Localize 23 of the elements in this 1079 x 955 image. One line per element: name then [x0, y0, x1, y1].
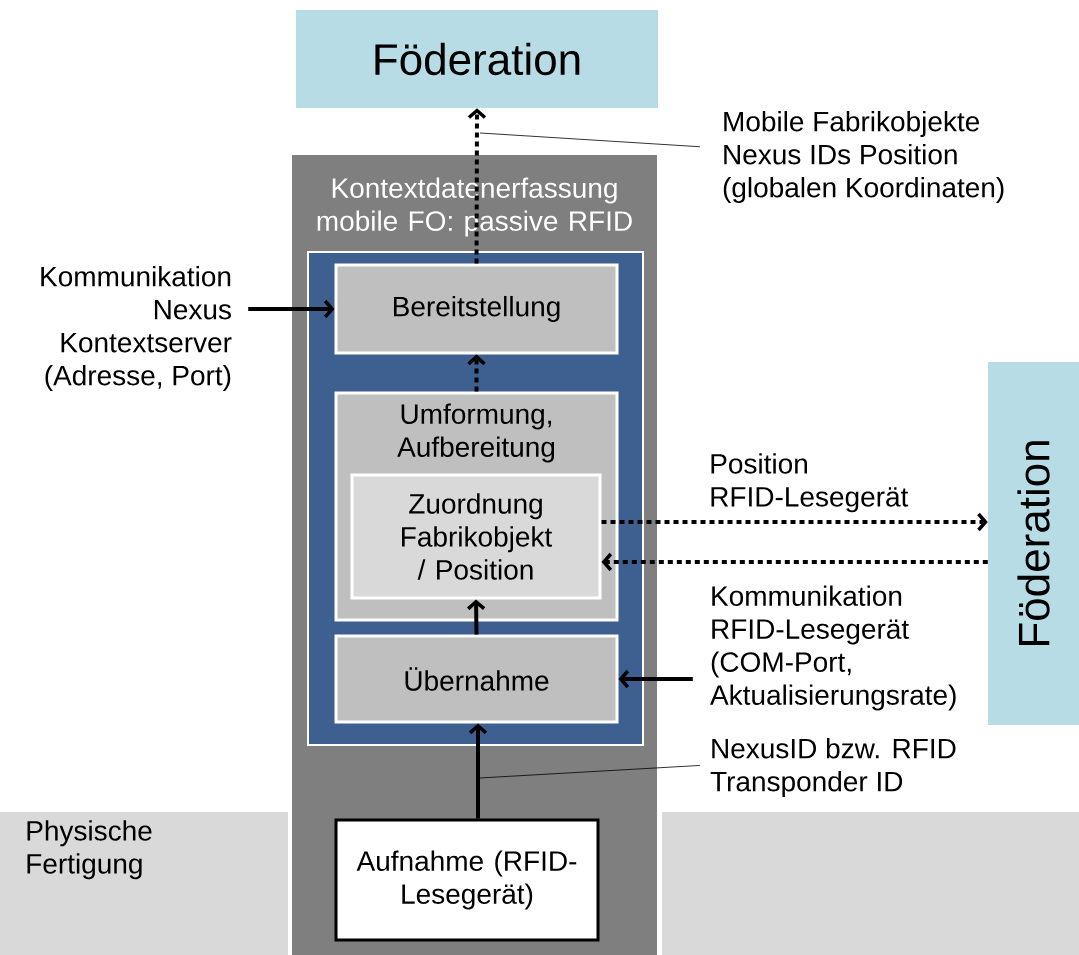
annotation-text: NexusID bzw. RFID Transponder ID [710, 737, 956, 798]
arrow [467, 354, 486, 392]
annotation-text: Kommunikation RFID-Lesegerät (COM-Port, Aktualisierungsrate) [710, 585, 956, 711]
arrow [468, 723, 488, 819]
annotation-text: Mobile Fabrikobjekte Nexus IDs Position (globalen Koordinaten) [723, 110, 1004, 204]
process-box: Aufnahme (RFID-Lesegerät) [334, 818, 600, 942]
edge-label: Position RFID-Lesegerät [708, 452, 921, 514]
process-box: Bereitstellung [334, 263, 619, 355]
federation-box: Föderation [988, 362, 1079, 725]
arrow [601, 512, 988, 532]
leader-line [479, 132, 701, 148]
federation-box: Föderation [296, 10, 658, 108]
arrow [466, 599, 486, 635]
layer-band: Physische Fertigung [0, 812, 288, 955]
arrow [601, 552, 988, 572]
arrow [248, 299, 335, 319]
leader-line [479, 765, 701, 779]
arrow [467, 108, 487, 264]
arrow [618, 669, 693, 689]
process-box: Übernahme [334, 634, 619, 724]
layer-band [662, 812, 1079, 955]
process-box: Zuordnung Fabrikobjekt / Position [350, 473, 602, 600]
annotation-text: Kommunikation Nexus Kontextserver (Adresse, Port) [41, 265, 232, 392]
